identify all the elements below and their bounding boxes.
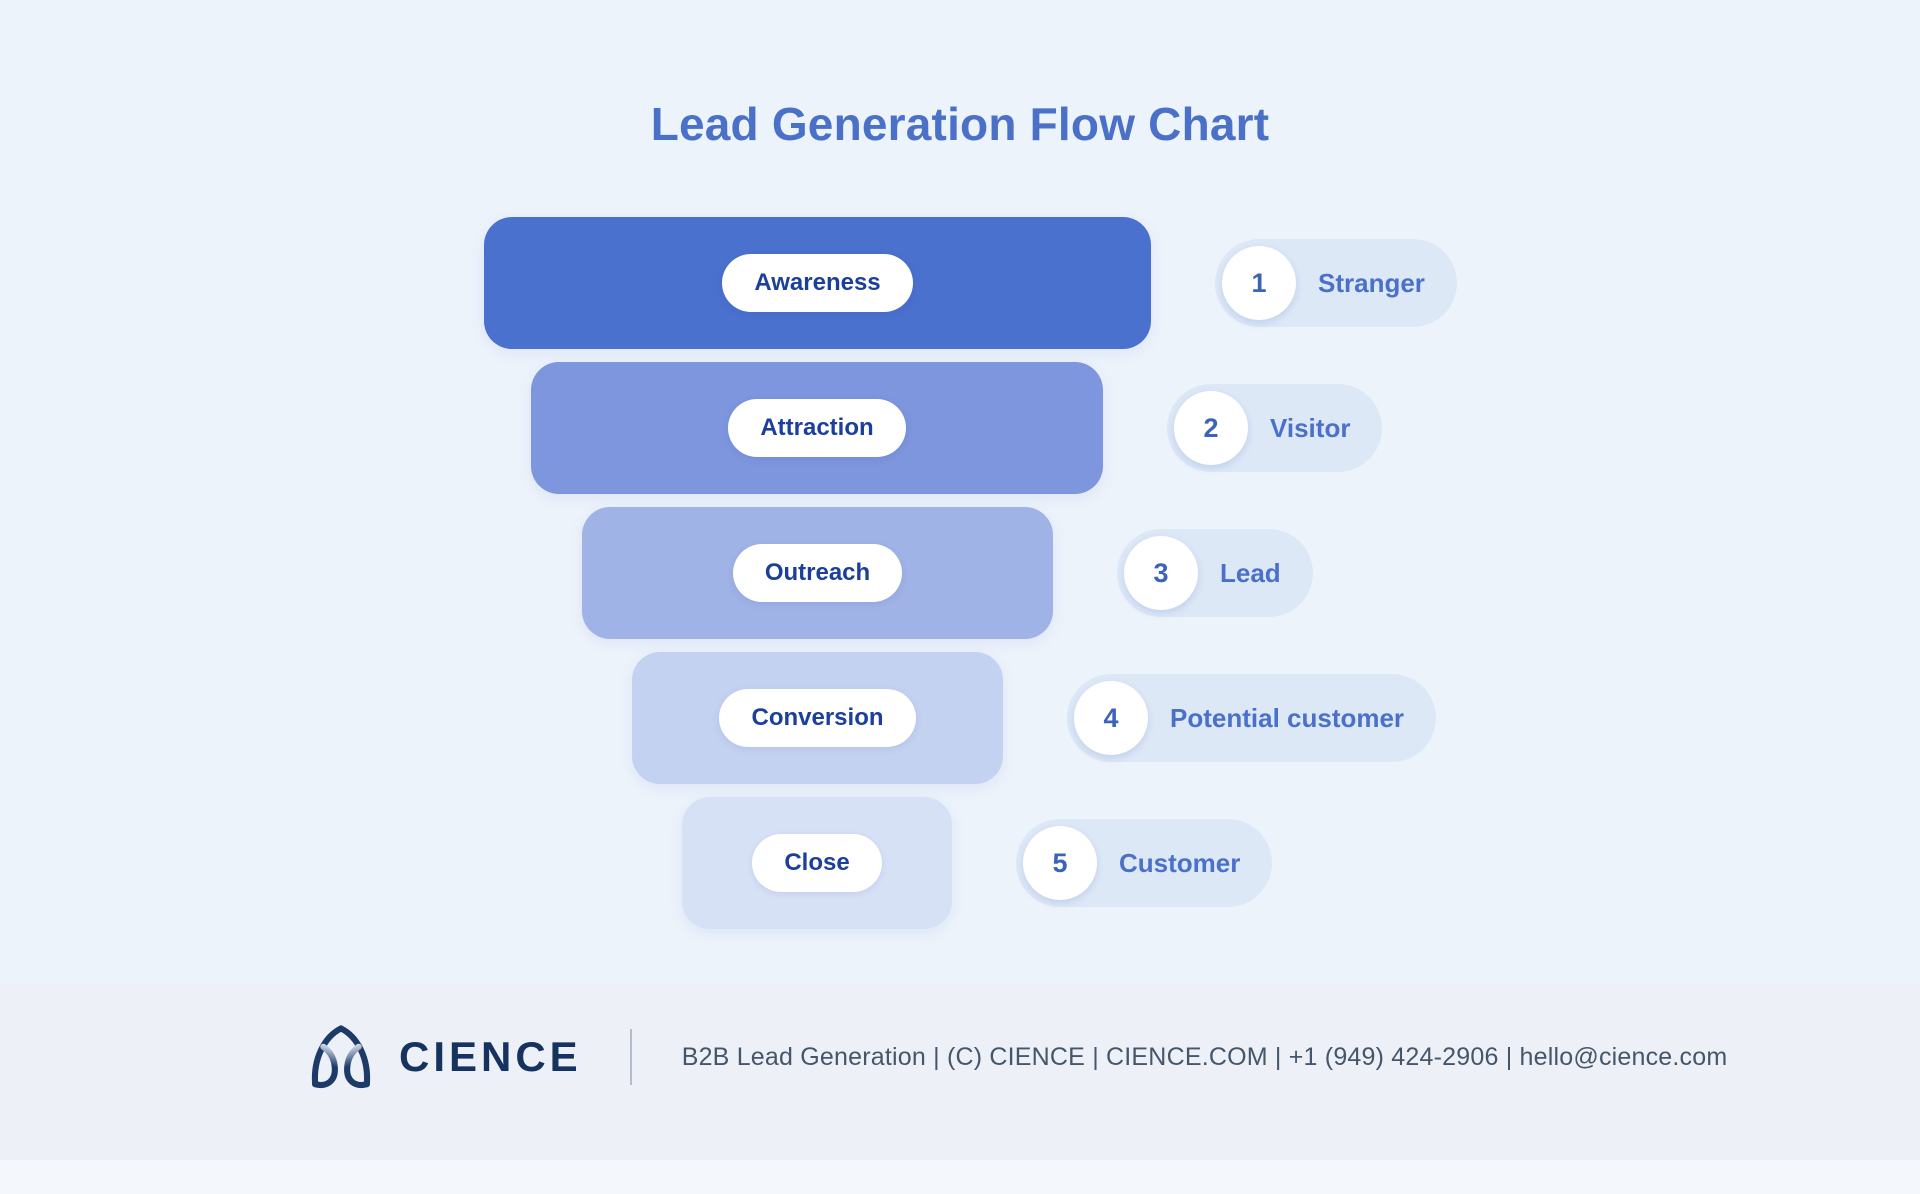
bottom-strip (0, 1160, 1920, 1194)
funnel-row: Attraction 2 Visitor (0, 362, 1920, 494)
funnel-bar-close: Close (682, 797, 952, 929)
brand-wordmark: CIENCE (399, 1033, 582, 1080)
step-result-label: Visitor (1270, 412, 1351, 443)
stage-result-pill: 4 Potential customer (1067, 674, 1437, 762)
funnel-row: Conversion 4 Potential customer (0, 652, 1920, 784)
stage-label-pill: Awareness (722, 254, 913, 312)
step-number-badge: 5 (1023, 826, 1097, 900)
funnel-bar-awareness: Awareness (484, 217, 1151, 349)
stage-label: Attraction (760, 414, 874, 441)
funnel-bar-outreach: Outreach (582, 507, 1053, 639)
funnel-row: Close 5 Customer (0, 797, 1920, 929)
funnel-bar-conversion: Conversion (632, 652, 1003, 784)
funnel-row: Outreach 3 Lead (0, 507, 1920, 639)
footer-contact-info: B2B Lead Generation | (C) CIENCE | CIENC… (681, 1042, 1728, 1071)
stage-result-pill: 1 Stranger (1215, 239, 1457, 327)
footer-band (0, 985, 1920, 1194)
step-result-label: Potential customer (1170, 702, 1405, 733)
stage-label: Close (784, 849, 850, 876)
stage-label: Outreach (764, 559, 871, 586)
stage-result-pill: 5 Customer (1016, 819, 1273, 907)
stage-label: Awareness (754, 269, 881, 296)
stage-label: Conversion (751, 704, 884, 731)
step-number-badge: 2 (1174, 391, 1248, 465)
stage-label-pill: Attraction (728, 399, 906, 457)
step-number-badge: 4 (1074, 681, 1148, 755)
stage-result-pill: 3 Lead (1117, 529, 1313, 617)
step-number-badge: 3 (1124, 536, 1198, 610)
cience-logo-icon (311, 1025, 371, 1089)
step-number-badge: 1 (1222, 246, 1296, 320)
step-result-label: Lead (1220, 557, 1281, 588)
funnel-row: Awareness 1 Stranger (0, 217, 1920, 349)
funnel-bar-attraction: Attraction (531, 362, 1103, 494)
step-result-label: Customer (1119, 847, 1241, 878)
footer: CIENCE B2B Lead Generation | (C) CIENCE … (307, 1014, 1727, 1100)
step-result-label: Stranger (1318, 267, 1425, 298)
stage-label-pill: Conversion (719, 689, 916, 747)
page-title: Lead Generation Flow Chart (650, 98, 1270, 150)
stage-result-pill: 2 Visitor (1167, 384, 1383, 472)
stage-label-pill: Outreach (732, 544, 903, 602)
footer-divider (629, 1029, 632, 1085)
stage-label-pill: Close (752, 834, 882, 892)
